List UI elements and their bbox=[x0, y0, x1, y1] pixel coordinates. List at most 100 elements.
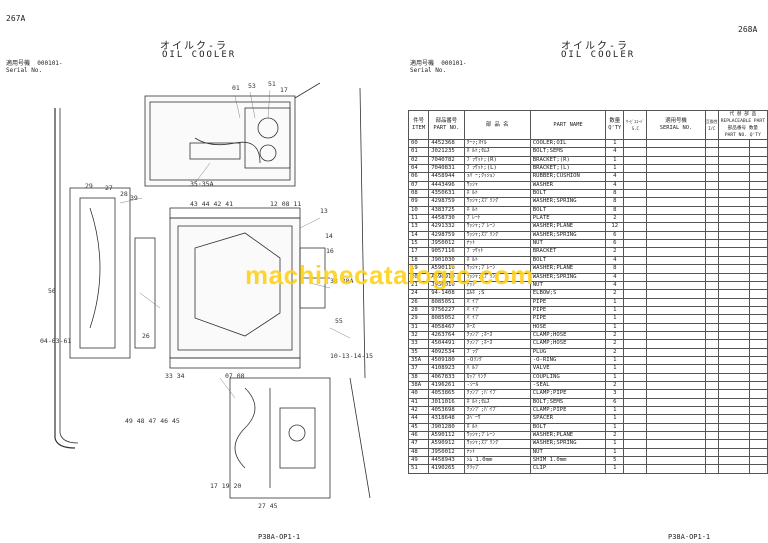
callout-43: 43 44 42 41 bbox=[190, 200, 233, 208]
rep-part-cell bbox=[717, 464, 751, 474]
part-name-cell: ELBOW;S bbox=[529, 289, 607, 299]
rep-qty-cell bbox=[749, 389, 768, 399]
ic-cell bbox=[704, 197, 719, 207]
ic-cell bbox=[704, 364, 719, 374]
qty-cell: 2 bbox=[605, 247, 625, 257]
rep-qty-cell bbox=[749, 297, 768, 307]
sc-cell bbox=[623, 147, 648, 157]
name-jp-cell: ﾜｯｼｬ bbox=[463, 180, 531, 191]
sc-cell bbox=[623, 272, 648, 282]
item-cell: 00 bbox=[407, 138, 430, 149]
header-part-name: PART NAME bbox=[529, 110, 607, 140]
item-cell: 46 bbox=[407, 431, 430, 441]
oil-cooler-exploded-drawing: 01 53 51 17 29 27 28 39 35·35A 43 44 42 … bbox=[40, 80, 373, 510]
part-no-cell: 4108923 bbox=[428, 364, 465, 374]
serial-cell bbox=[646, 155, 706, 166]
serial-cell bbox=[646, 264, 706, 274]
sc-cell bbox=[623, 422, 648, 433]
qty-cell: 3 bbox=[605, 389, 625, 399]
qty-cell: 1 bbox=[605, 414, 625, 424]
part-name-cell: PLUG bbox=[529, 347, 607, 357]
qty-cell: 1 bbox=[605, 322, 625, 332]
callout-56: 56 bbox=[48, 287, 56, 295]
part-name-cell: CLAMP;HOSE bbox=[529, 339, 607, 349]
rep-part-cell bbox=[717, 180, 751, 191]
callout-55: 55 bbox=[335, 317, 343, 325]
part-name-cell: CLAMP;PIPE bbox=[529, 389, 607, 399]
rep-qty-cell bbox=[749, 214, 768, 224]
serial-cell bbox=[646, 330, 706, 341]
qty-cell: 1 bbox=[605, 138, 625, 149]
qty-cell: 12 bbox=[605, 222, 625, 232]
ic-cell bbox=[704, 172, 719, 182]
rep-part-cell bbox=[717, 372, 751, 382]
qty-cell: 1 bbox=[605, 297, 625, 307]
rep-qty-cell bbox=[749, 414, 768, 424]
qty-cell: 2 bbox=[605, 214, 625, 224]
callout-07-08: 07 08 bbox=[225, 372, 245, 380]
name-jp-cell: ﾌﾟﾗｸﾞ bbox=[463, 347, 531, 357]
serial-cell bbox=[646, 372, 706, 382]
part-no-cell: J901280 bbox=[428, 422, 465, 433]
name-jp-cell: -ｼｰﾙ bbox=[463, 380, 531, 391]
name-jp-cell: ﾎｰｽ bbox=[463, 322, 531, 332]
sc-cell bbox=[623, 138, 648, 149]
part-name-cell: WASHER;SPRING bbox=[529, 272, 607, 282]
item-cell: 02 bbox=[407, 155, 430, 166]
serial-cell bbox=[646, 189, 706, 199]
sc-cell bbox=[623, 364, 648, 374]
rep-part-cell bbox=[717, 189, 751, 199]
callout-17: 17 bbox=[280, 86, 288, 94]
item-cell: 09 bbox=[407, 197, 430, 207]
item-cell: 51 bbox=[407, 464, 430, 474]
part-no-cell: 4058467 bbox=[428, 322, 465, 332]
serial-cell bbox=[646, 305, 706, 316]
part-no-cell: 9057116 bbox=[428, 247, 465, 257]
part-name-cell: CLIP bbox=[529, 464, 607, 474]
rep-qty-cell bbox=[749, 347, 768, 357]
serial-cell bbox=[646, 347, 706, 357]
serial-cell bbox=[646, 197, 706, 207]
name-jp-cell: ﾜｯｼｬ;ｽﾌﾟﾘﾝｸﾞ bbox=[463, 230, 531, 241]
qty-cell: 4 bbox=[605, 180, 625, 191]
part-name-cell: BOLT bbox=[529, 422, 607, 433]
rep-part-cell bbox=[717, 214, 751, 224]
rep-part-cell bbox=[717, 239, 751, 249]
qty-cell: 4 bbox=[605, 255, 625, 266]
sc-cell bbox=[623, 255, 648, 266]
ic-cell bbox=[704, 280, 719, 291]
item-cell: 45 bbox=[407, 422, 430, 433]
sc-cell bbox=[623, 397, 648, 408]
item-cell: 49 bbox=[407, 456, 430, 466]
sc-cell bbox=[623, 205, 648, 216]
part-no-cell: A590112 bbox=[428, 431, 465, 441]
name-jp-cell: ﾊﾟｲﾌﾟ bbox=[463, 305, 531, 316]
part-no-cell: A590912 bbox=[428, 439, 465, 449]
qty-cell: 8 bbox=[605, 264, 625, 274]
part-name-cell: PIPE bbox=[529, 314, 607, 324]
part-name-cell: WASHER;SPRING bbox=[529, 230, 607, 241]
rep-qty-cell bbox=[749, 397, 768, 408]
ic-cell bbox=[704, 347, 719, 357]
part-name-cell: RUBBER;CUSHION bbox=[529, 172, 607, 182]
left-page-number: 267A bbox=[6, 14, 26, 23]
serial-cell bbox=[646, 322, 706, 332]
part-name-cell: WASHER;PLANE bbox=[529, 431, 607, 441]
name-jp-cell: -Oﾘﾝｸﾞ bbox=[463, 355, 531, 366]
part-no-cell: 4053865 bbox=[428, 389, 465, 399]
rep-qty-cell bbox=[749, 422, 768, 433]
part-no-cell: 4263764 bbox=[428, 330, 465, 341]
item-cell: 01 bbox=[407, 147, 430, 157]
part-name-cell: CLAMP;PIPE bbox=[529, 405, 607, 416]
